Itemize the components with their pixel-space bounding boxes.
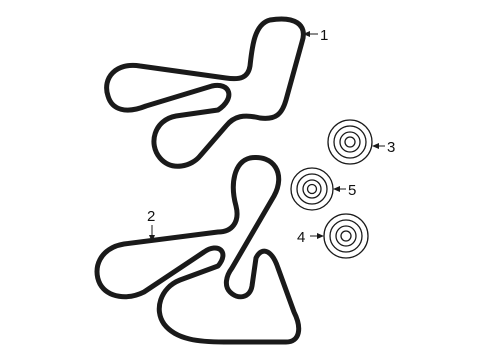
pulley-5 xyxy=(290,167,334,211)
callout-2: 2 xyxy=(147,208,155,225)
callout-3: 3 xyxy=(387,139,395,156)
leader-1 xyxy=(303,31,318,37)
leader-5 xyxy=(333,186,346,192)
belt-2 xyxy=(94,155,302,345)
leader-3 xyxy=(372,143,385,149)
pulley-3 xyxy=(327,119,373,165)
callout-5: 5 xyxy=(348,182,356,199)
leader-4 xyxy=(310,233,324,239)
belt-1 xyxy=(104,16,306,169)
callout-1: 1 xyxy=(320,27,328,44)
leader-2 xyxy=(149,225,155,242)
callout-4: 4 xyxy=(297,229,305,246)
pulley-4 xyxy=(323,213,369,259)
